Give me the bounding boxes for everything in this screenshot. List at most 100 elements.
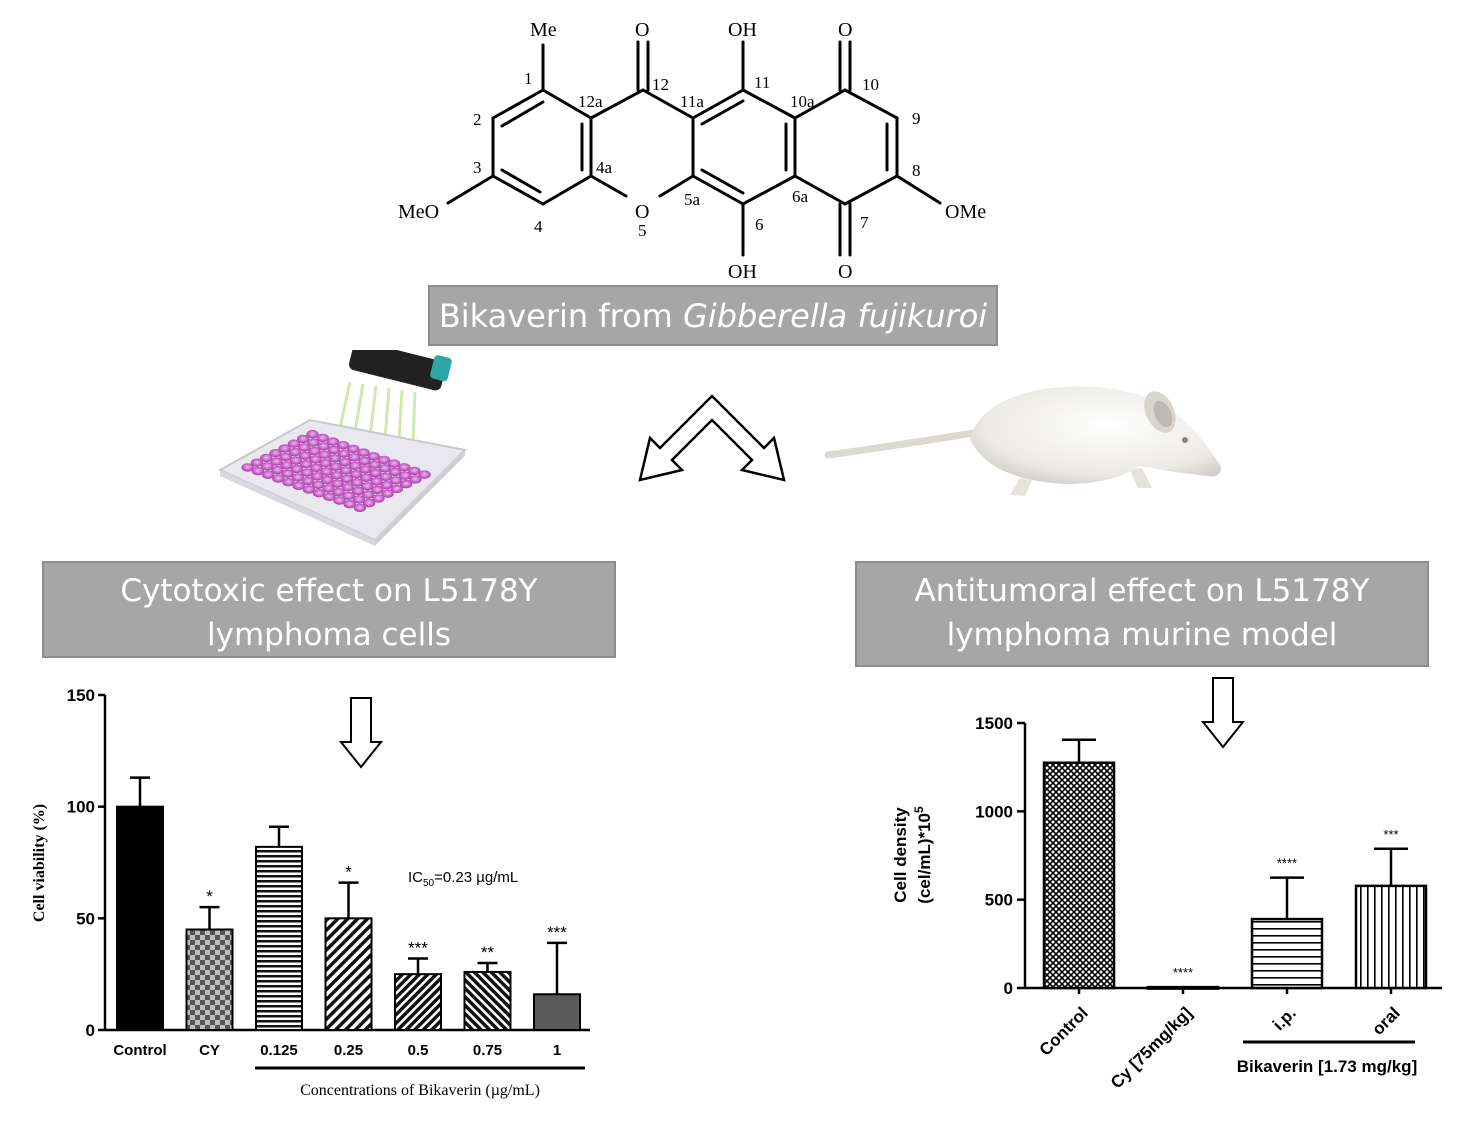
well [272,474,285,483]
well [353,503,367,513]
y-axis-title: Cell density [891,807,910,903]
x-tick-label: 1 [553,1042,561,1059]
well [312,480,325,489]
bar [116,805,164,1031]
significance-label: **** [1173,965,1193,980]
bar [394,973,442,1031]
atom-1: 1 [524,69,533,88]
well [290,464,303,474]
well [332,487,345,497]
well [398,463,411,472]
well [372,494,385,503]
y-axis-title-line2: (cel/mL)*105 [912,806,934,904]
well [251,466,265,476]
carbonyl-12-label: O [635,19,649,41]
mouse-icon [824,386,1221,496]
x-tick-label: Control [1036,1003,1092,1059]
down-arrow-icon-left [338,697,384,769]
well [309,455,322,464]
atom-10: 10 [862,75,879,94]
well [368,460,381,469]
well [323,492,336,501]
well [351,486,365,496]
well [282,478,295,487]
cytotoxic-line1: Cytotoxic effect on L5178Y [120,573,538,609]
well [321,475,334,485]
well [317,442,330,451]
ring-oxygen-label: O [635,201,649,223]
well [271,465,284,475]
bar [463,970,512,1031]
well [310,463,323,473]
atom-6: 6 [755,215,764,234]
title-species: Gibberella fujikuroi [683,297,988,335]
atom-5a: 5a [684,190,701,209]
cytotoxic-effect-box: Cytotoxic effect on L5178Y lymphoma cell… [42,561,616,658]
well [270,457,283,466]
well [369,468,382,478]
well [308,446,321,456]
well [288,447,302,457]
atom-3: 3 [473,158,482,177]
well [362,498,376,508]
well [347,444,360,454]
well [331,479,344,488]
well [380,481,393,490]
atom-2: 2 [473,110,482,129]
well [359,465,372,474]
well [261,470,275,479]
well [341,483,354,492]
well [328,454,341,463]
well [298,451,312,460]
well [367,452,380,461]
bar [1354,884,1428,990]
bar [533,993,581,1031]
down-arrow-icon-right [1200,677,1246,749]
hydroxyl-11-label: OH [728,19,757,41]
well [360,473,373,482]
y-tick-label: 50 [76,909,95,928]
well [307,438,320,447]
well [408,466,421,476]
y-tick-label: 150 [67,686,95,705]
well [326,437,340,446]
antitumoral-effect-box: Antitumoral effect on L5178Y lymphoma mu… [855,561,1429,667]
well [343,500,356,509]
split-arrow-icon [638,394,786,482]
well [260,453,273,463]
well [297,434,310,444]
well [281,469,294,478]
well [399,479,413,489]
carbonyl-7-label: O [838,261,852,283]
well [287,439,301,448]
well [409,475,422,484]
well [330,471,343,480]
significance-label: * [345,863,352,882]
bikaverin-group-label: Bikaverin [1.73 mg/kg] [1237,1057,1417,1076]
me-label: Me [530,19,557,41]
carbonyl-10-label: O [838,19,852,41]
well [371,485,384,495]
well [381,489,394,498]
bar [185,928,234,1031]
well [333,496,346,505]
well [302,485,316,494]
well [278,444,291,453]
atom-7: 7 [860,213,869,232]
atom-11: 11 [754,73,770,92]
atom-10a: 10a [790,92,815,111]
well [337,449,351,458]
ome-right-label: OMe [945,201,986,223]
x-tick-label: 0.125 [260,1042,298,1059]
well [349,470,363,479]
well [336,441,350,450]
well [418,470,431,479]
well [387,459,401,468]
well [362,490,375,499]
well [320,467,333,476]
well [370,477,383,486]
well [301,476,315,486]
well [312,489,326,498]
bar [1042,761,1116,990]
